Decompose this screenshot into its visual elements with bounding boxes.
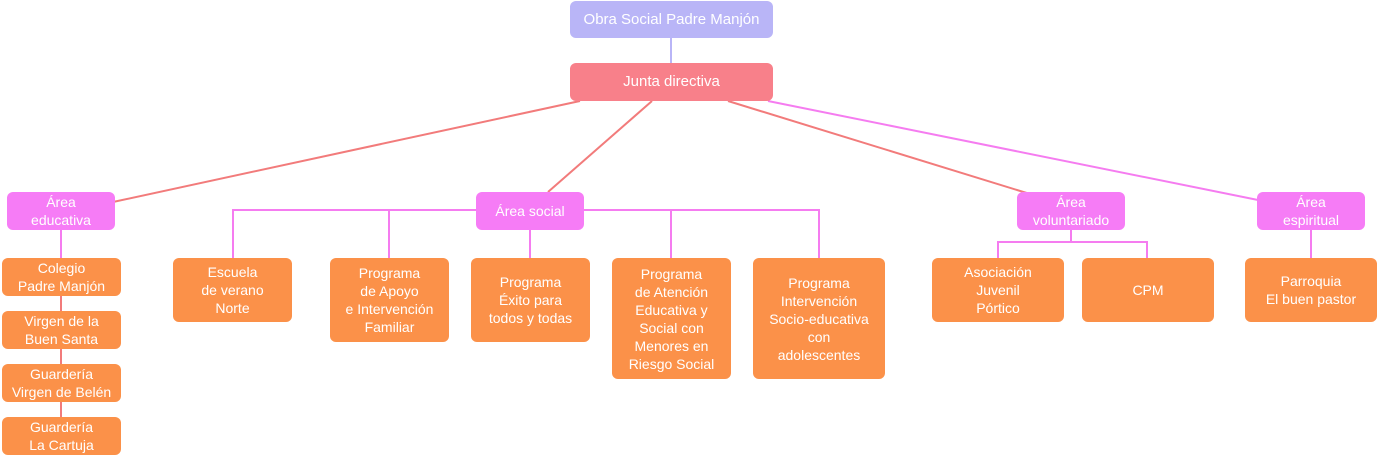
- junta-directiva-node: Junta directiva: [570, 63, 773, 101]
- link-board-educativa: [112, 100, 581, 203]
- link-board-voluntariado: [727, 100, 1031, 195]
- social-item-programa-intervencion: Programa Intervención Socio-educativa co…: [753, 258, 885, 379]
- voluntariado-item-cpm: CPM: [1082, 258, 1214, 322]
- social-item-programa-apoyo: Programa de Apoyo e Intervención Familia…: [330, 258, 449, 342]
- link-board-espiritual: [767, 100, 1259, 201]
- link-board-social: [547, 100, 653, 193]
- root-node: Obra Social Padre Manjón: [570, 1, 773, 38]
- educativa-item-virgen-buen-santa: Virgen de la Buen Santa: [2, 311, 121, 349]
- link-voluntariado-bracket: [997, 241, 1148, 258]
- social-item-escuela-verano: Escuela de verano Norte: [173, 258, 292, 322]
- area-espiritual-node: Área espiritual: [1257, 192, 1365, 230]
- voluntariado-item-asociacion: Asociación Juvenil Pórtico: [932, 258, 1064, 322]
- area-voluntariado-node: Área voluntariado: [1017, 192, 1125, 230]
- social-item-programa-exito: Programa Éxito para todos y todas: [471, 258, 590, 342]
- educativa-item-guarderia-belen: Guardería Virgen de Belén: [2, 364, 121, 402]
- espiritual-item-parroquia: Parroquia El buen pastor: [1245, 258, 1377, 322]
- educativa-item-guarderia-cartuja: Guardería La Cartuja: [2, 417, 121, 455]
- area-educativa-node: Área educativa: [7, 192, 115, 230]
- educativa-item-colegio: Colegio Padre Manjón: [2, 258, 121, 296]
- social-item-programa-atencion: Programa de Atención Educativa y Social …: [612, 258, 731, 379]
- area-social-node: Área social: [476, 192, 584, 230]
